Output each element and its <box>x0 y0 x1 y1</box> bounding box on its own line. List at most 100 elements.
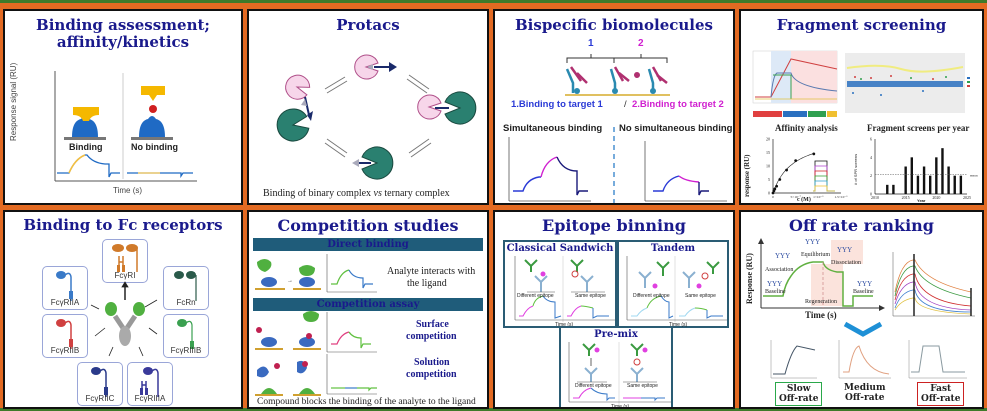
panel-fragment-screening: Fragment screening <box>739 9 984 205</box>
premix-diagram <box>568 342 671 406</box>
no-simultaneous-label: No simultaneous binding <box>619 123 733 134</box>
fcgriic-icon <box>91 367 108 397</box>
data-point <box>771 191 775 195</box>
y-tick-label: 6 <box>870 137 872 142</box>
y-tick-label: 4 <box>870 155 872 160</box>
y-tick-label: 10 <box>766 164 770 169</box>
bar <box>892 184 895 194</box>
bar <box>953 175 956 194</box>
bar <box>916 175 920 194</box>
svg-text:→: → <box>287 278 293 284</box>
panel-title-line1: Binding assessment; <box>36 16 210 34</box>
receptor-card-fcgriiia: FcγRIIIA <box>127 362 173 406</box>
marker-2: 2 <box>638 38 644 49</box>
no-binding-molecule-icon <box>131 86 173 140</box>
affinity-x-label: c (M) <box>797 197 811 203</box>
fcgriiib-icon <box>177 319 194 349</box>
phase-baseline-end: Baseline <box>853 289 874 295</box>
slow-line-1: Slow <box>786 384 811 394</box>
fast-offrate-chart <box>908 340 967 379</box>
solution-label-2: competition <box>406 369 457 380</box>
phase-equilibrium: Equilibrium <box>801 252 830 258</box>
no-binding-label: No binding <box>131 142 178 152</box>
target-1-label: 1.Binding to target 1 <box>511 99 603 110</box>
classical-sandwich-box: Classical Sandwich Different epitope Sam… <box>503 240 617 328</box>
surface-competition-icon <box>255 311 321 350</box>
antibody-icon-1 <box>565 66 588 94</box>
receptor-card-fcgriiib: FcγRIIIB <box>163 314 209 358</box>
direct-binding-icon: → <box>255 259 321 290</box>
bar <box>929 175 932 194</box>
y-tick-label: 5 <box>768 177 770 182</box>
competition-diagrams: → <box>255 254 377 396</box>
fcgriiia-icon <box>140 367 159 397</box>
x-axis-label: Time (s) <box>805 310 837 320</box>
binding-molecule-icon <box>64 107 106 140</box>
marker-1: 1 <box>588 38 594 49</box>
panel-epitope-binning: Epitope binning Classical Sandwich Diffe… <box>493 210 735 409</box>
panel-title: Competition studies <box>277 216 459 235</box>
x-tick-label: 2020 <box>932 195 940 200</box>
antibody-hub-icon <box>90 281 158 357</box>
bar <box>947 166 950 194</box>
panel-title: Bispecific biomolecules <box>515 16 713 34</box>
ternary-complex-icon <box>417 91 477 125</box>
data-point <box>794 159 798 163</box>
y-tick-label: 15 <box>766 150 770 155</box>
tandem-diagram <box>626 256 727 322</box>
mean-label: mean <box>970 173 978 177</box>
subbox-title: Tandem <box>650 243 696 254</box>
receptor-card-fcrn: FcRn <box>163 266 209 310</box>
y-tick-label: 0 <box>870 192 872 197</box>
slow-line-2: Off-rate <box>779 394 819 404</box>
bar <box>959 175 963 194</box>
medium-offrate-badge: Medium Off-rate <box>841 382 888 404</box>
same-epitope-label: Same epitope <box>627 383 658 389</box>
surface-label-1: Surface <box>416 319 449 330</box>
fcgri-icon <box>112 244 138 272</box>
svg-text:YYY: YYY <box>857 280 872 288</box>
panel-fc-receptors: Binding to Fc receptors FcγRI FcγRIIA Fc… <box>3 210 243 409</box>
sandwich-diagram <box>514 256 615 322</box>
svg-text:YYY: YYY <box>767 280 782 288</box>
panel-competition: Competition studies Direct binding Compe… <box>247 210 489 409</box>
receptor-label: FcRn <box>176 298 196 307</box>
simultaneous-label: Simultaneous binding <box>503 123 603 134</box>
bar <box>935 157 938 194</box>
same-epitope-label: Same epitope <box>575 293 606 299</box>
x-axis-label: Time (s) <box>611 404 630 409</box>
antibody-icon-2 <box>609 66 630 94</box>
x-tick-label: 1.5×10⁻⁶ <box>835 195 849 199</box>
receptor-card-fcgri: FcγRI <box>102 239 148 283</box>
screens-title: Fragment screens per year <box>867 123 970 133</box>
panel-title: Epitope binning <box>542 216 686 235</box>
x-tick-label: 2010 <box>871 195 879 200</box>
receptor-label: FcγRIIC <box>85 394 115 403</box>
medium-offrate-chart <box>838 340 891 379</box>
target-2-icon <box>634 72 640 78</box>
panel-binding-assessment: Binding assessment; affinity/kinetics Re… <box>3 9 243 205</box>
x-axis-label: Time (s) <box>669 322 688 328</box>
fast-offrate-badge: Fast Off-rate <box>917 382 965 406</box>
x-axis-label: Time (s) <box>113 186 143 195</box>
binding-label: Binding <box>69 142 103 152</box>
y-tick-label: 0 <box>768 191 770 196</box>
competition-assay-header: Competition assay <box>253 298 483 311</box>
receptor-card-fcgriic: FcγRIIC <box>77 362 123 406</box>
same-epitope-label: Same epitope <box>685 293 716 299</box>
svg-text:YYY: YYY <box>837 246 852 254</box>
fragment-overview-charts <box>752 50 970 117</box>
receptor-label: FcγRI <box>114 271 136 280</box>
phase-regeneration: Regeneration <box>805 299 837 305</box>
data-point <box>812 152 816 156</box>
bar <box>922 166 926 194</box>
x-axis-label: Time (s) <box>555 322 574 328</box>
solution-label-1: Solution <box>414 357 450 368</box>
panel-title-line2: affinity/kinetics <box>56 33 190 51</box>
bar <box>904 166 907 194</box>
phase-baseline: Baseline <box>765 289 786 295</box>
fast-line-2: Off-rate <box>921 394 961 404</box>
